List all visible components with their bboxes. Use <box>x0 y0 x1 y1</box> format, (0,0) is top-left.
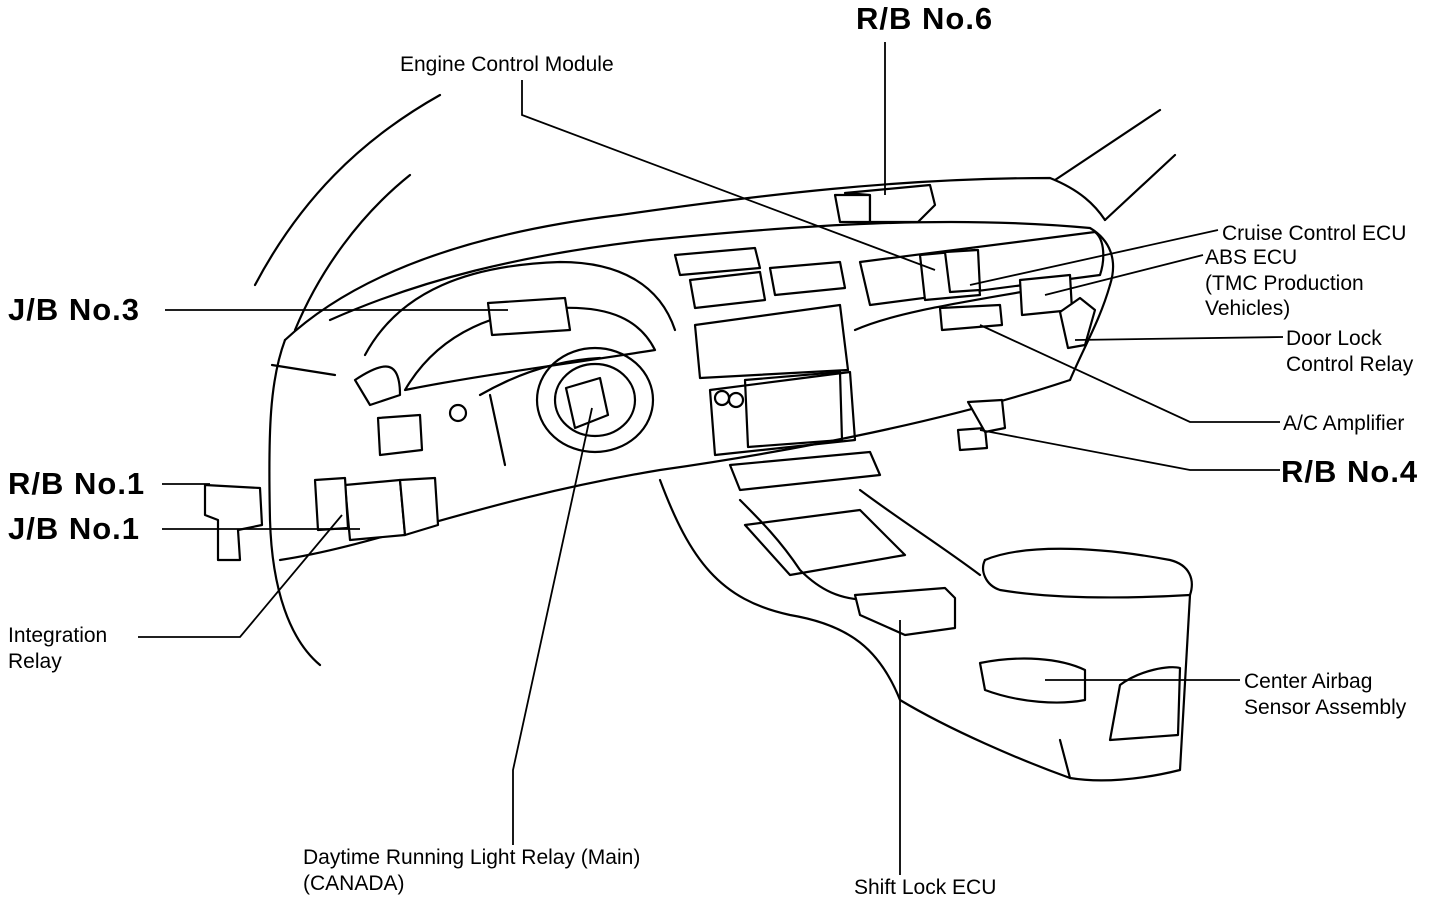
parts <box>203 183 1097 704</box>
jb1-box <box>343 478 407 542</box>
leader-drl <box>512 407 593 845</box>
label-airbag-1: Center Airbag <box>1244 670 1373 693</box>
label-ecm: Engine Control Module <box>400 53 614 76</box>
rb4-relay <box>956 426 989 452</box>
label-integration-2: Relay <box>8 650 62 673</box>
leader-cruise <box>969 229 1219 286</box>
label-jb1: J/B No.1 <box>8 511 141 546</box>
label-integration-1: Integration <box>8 624 108 647</box>
drl-relay <box>564 376 610 430</box>
label-rb6: R/B No.6 <box>856 1 994 36</box>
leader-lines <box>138 42 1284 875</box>
leader-rb4 <box>979 429 1280 471</box>
leader-abs <box>1044 254 1204 296</box>
leader-integration <box>138 514 343 638</box>
rb1-relay <box>203 483 264 562</box>
label-jb3: J/B No.3 <box>8 292 141 327</box>
label-doorlock-2: Control Relay <box>1286 353 1414 376</box>
label-rb1: R/B No.1 <box>8 466 146 501</box>
leader-ecm <box>521 80 936 271</box>
label-doorlock-1: Door Lock <box>1286 327 1382 350</box>
label-abs-1: ABS ECU <box>1205 246 1298 269</box>
airbag-sensor <box>978 657 1087 704</box>
label-abs-2: (TMC Production <box>1205 272 1364 295</box>
integration-relay <box>313 476 350 532</box>
leader-ac <box>979 324 1280 423</box>
label-drl-1: Daytime Running Light Relay (Main) <box>303 846 641 869</box>
rb6-bracket <box>843 183 937 224</box>
label-rb4: R/B No.4 <box>1281 454 1419 489</box>
shiftlock-ecu <box>853 586 957 637</box>
label-airbag-2: Sensor Assembly <box>1244 696 1407 719</box>
label-abs-3: Vehicles) <box>1205 297 1291 320</box>
rb6-relay <box>833 193 872 224</box>
rb4-bracket <box>966 398 1007 434</box>
label-drl-2: (CANADA) <box>303 872 405 895</box>
doorlock-relay <box>1058 296 1097 350</box>
ac-amplifier <box>938 303 1004 332</box>
cruise-block <box>943 248 982 294</box>
jb3-block <box>486 296 572 337</box>
fuse-block-top <box>376 413 424 457</box>
label-shiftlock: Shift Lock ECU <box>854 876 997 899</box>
label-cruise: Cruise Control ECU <box>1222 222 1407 245</box>
label-ac: A/C Amplifier <box>1283 412 1405 435</box>
jb1-box-side <box>398 476 440 537</box>
leader-doorlock <box>1074 336 1284 341</box>
